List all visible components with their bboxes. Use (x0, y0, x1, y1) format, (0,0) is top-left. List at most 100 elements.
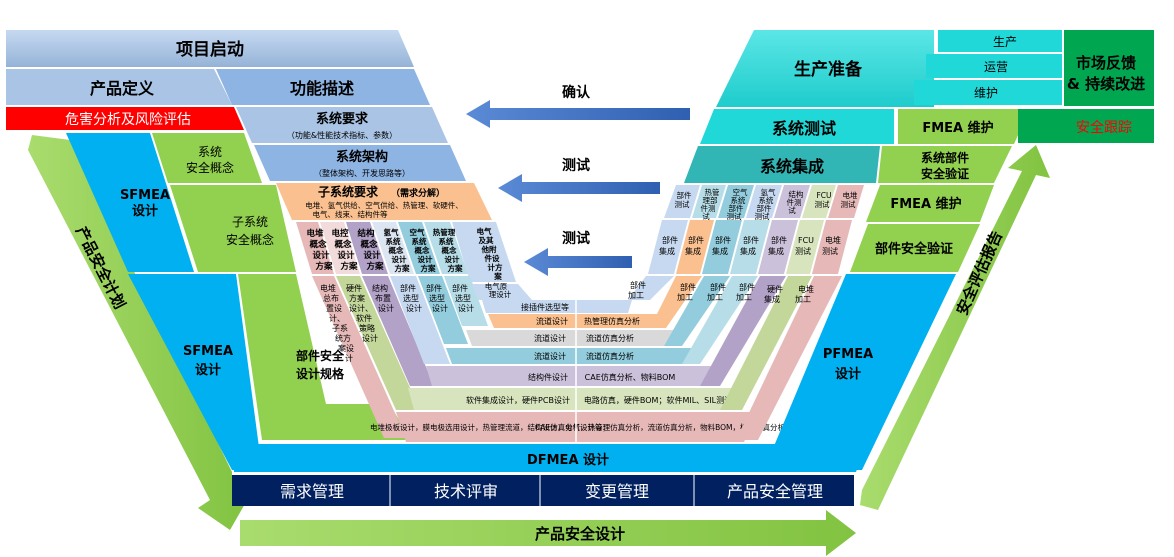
air-detail-col (418, 276, 468, 344)
air-detail-t1: 选型 (429, 293, 445, 303)
part-safety-spec-box (238, 274, 410, 440)
product-definition-label: 产品定义 (90, 79, 154, 98)
pfmea-box (764, 274, 956, 470)
elec-detail-t1: 理设计 (489, 289, 512, 299)
process-col-1-t1: 加工 (677, 292, 693, 302)
h2-detail-col (390, 276, 450, 364)
integ2-col-6-t1: 测试 (822, 246, 838, 256)
thermal-detail-col (444, 276, 488, 326)
integ2-col-5 (786, 220, 824, 274)
thermal-concept-t1: 系统 (439, 236, 454, 246)
system-test-box (700, 109, 894, 144)
system-part-verify-l1: 系统部件 (921, 150, 969, 165)
integ-col-4 (774, 185, 810, 218)
integ-col-2 (718, 185, 754, 218)
integ-col-6-t0: 电堆 (843, 190, 858, 200)
integ-col-3-t0: 氢气 (761, 187, 776, 197)
requirements-management-label: 需求管理 (280, 482, 344, 501)
integ-col-3-t2: 部件 (757, 203, 772, 213)
fmea-maint-box-1 (898, 109, 1030, 144)
integ2-col-1-t1: 集成 (685, 246, 701, 256)
struct-concept-col (346, 222, 388, 274)
integ-col-5 (802, 185, 836, 218)
production-prep-box (716, 30, 934, 107)
sfmea-design-lower-box (128, 274, 262, 470)
safety-report-arrow (860, 145, 1050, 510)
process-col-6 (736, 276, 842, 440)
integ-col-0-t0: 部件 (677, 190, 692, 200)
air-concept-t2: 概念 (415, 245, 430, 255)
confirm-arrow (466, 100, 690, 128)
stack-concept-t1: 概念 (309, 239, 327, 250)
stack-detail-t1: 总布 (323, 293, 339, 303)
row-thermal-left: 流道设计 (536, 316, 568, 326)
function-description-box (216, 69, 430, 105)
process-col-2 (664, 276, 730, 346)
row-structure-right: CAE仿真分析、物料BOM (585, 372, 676, 382)
process-col-4-t0: 硬件 (767, 284, 783, 294)
thermal-concept-t2: 概念 (442, 245, 457, 255)
h2-concept-t1: 系统 (386, 236, 401, 246)
maintain-label: 维护 (974, 86, 998, 100)
air-concept-t0: 空气 (410, 227, 425, 237)
integ-col-0-t1: 测试 (675, 199, 690, 209)
struct-detail-t0: 结构 (372, 283, 388, 293)
integ2-col-5-t1: 测试 (795, 246, 811, 256)
process-col-4-t1: 集成 (764, 294, 780, 304)
subsystem-requirements-label: 子系统要求 (318, 184, 379, 199)
sfmea-design-upper-label-2: 设计 (132, 203, 158, 219)
air-detail-t0: 部件 (426, 283, 442, 293)
produce-label: 生产 (993, 35, 1017, 49)
elec-concept-col (452, 222, 516, 282)
fmea-maint-label-2: FMEA 维护 (890, 196, 961, 212)
h2-concept-t3: 设计 (392, 254, 407, 264)
struct-detail-t2: 设计 (378, 303, 394, 313)
integ2-col-5-t0: FCU (798, 236, 814, 245)
integ2-col-2-t1: 集成 (712, 246, 728, 256)
integ-col-6 (828, 185, 864, 218)
integ2-col-2 (702, 220, 742, 274)
ecu-concept-t2: 设计 (337, 250, 355, 261)
ecu-concept-t0: 电控 (331, 228, 349, 239)
integ-col-1-t2: 件测 (701, 203, 716, 213)
hazard-analysis-label: 危害分析及风险评估 (65, 112, 191, 128)
integ-col-3-t3: 测试 (755, 211, 770, 221)
elec-concept-t1: 及其 (479, 235, 494, 245)
integ2-col-3-t0: 部件 (743, 235, 759, 245)
mgmt-bar (232, 475, 854, 506)
stack-detail-col (312, 276, 406, 438)
product-safety-plan-arrow (28, 135, 246, 530)
integ2-col-1-t0: 部件 (688, 235, 704, 245)
system-safety-concept-l2: 安全概念 (186, 160, 234, 175)
stack-concept-col (296, 222, 334, 274)
process-col-1 (650, 276, 702, 328)
change-management-label: 变更管理 (585, 482, 649, 501)
integ-col-2-t2: 部件 (729, 203, 744, 213)
subsystem-requirements-sub1: 电堆、氢气供给、空气供给、热管理、软硬件、 (305, 200, 463, 210)
elec-detail-t0: 电气原 (485, 281, 508, 291)
system-architecture-box (254, 145, 466, 181)
hw-detail-t4: 策略 (359, 323, 375, 333)
system-integration-box (684, 146, 880, 183)
integ2-col-4-t1: 集成 (768, 246, 784, 256)
system-safety-concept-l1: 系统 (198, 145, 222, 159)
process-col-4 (700, 276, 786, 386)
stack-concept-t3: 方案 (315, 261, 333, 272)
integ-col-4-t1: 件测 (787, 197, 802, 207)
technical-review-label: 技术评审 (434, 482, 498, 501)
process-col-3 (682, 276, 758, 364)
row-software-right: 电路仿真，硬件BOM；软件MIL、SIL测试 (584, 395, 732, 405)
subsystem-requirements-note: （需求分解） (391, 187, 445, 199)
test-label-2: 测试 (562, 230, 590, 247)
h2-detail-t0: 部件 (400, 283, 416, 293)
pfmea-label-2: 设计 (835, 366, 861, 382)
row-air-left: 流道设计 (534, 333, 566, 343)
ecu-concept-t1: 概念 (334, 239, 352, 250)
operate-box (926, 54, 1062, 78)
subsystem-requirements-box (276, 183, 492, 220)
stack-detail-t0: 电堆 (320, 283, 336, 293)
integ2-col-0-t1: 集成 (659, 246, 675, 256)
integ2-col-1 (676, 220, 714, 274)
elec-concept-t2: 他附 (481, 244, 497, 254)
